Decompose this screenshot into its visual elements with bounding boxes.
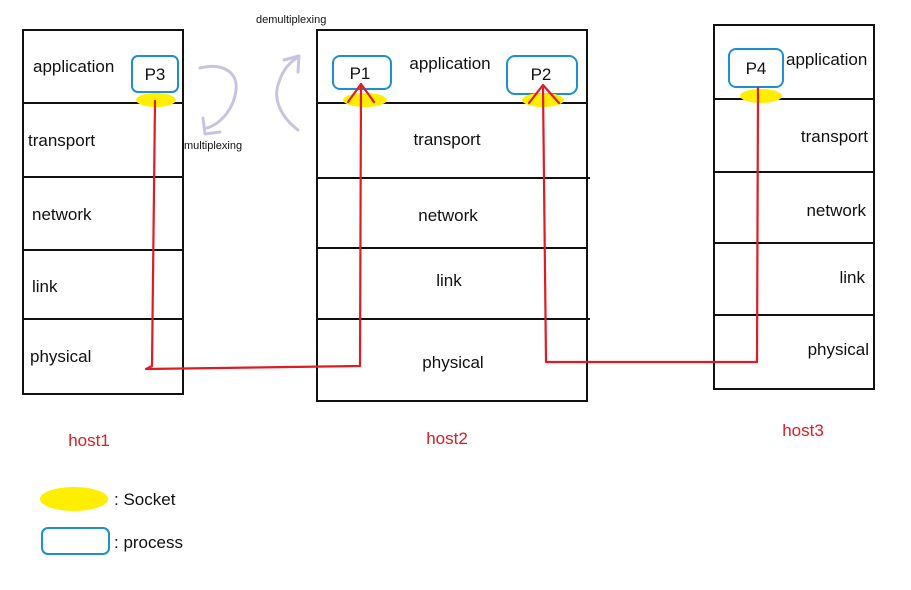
host1-layer-link: link [32, 277, 58, 296]
host2-layer-network: network [418, 206, 478, 225]
multiplexing-arrow-head [201, 116, 222, 136]
process-label-p1: P1 [350, 64, 371, 83]
host2-stack: application transport network link physi… [316, 29, 590, 402]
host1-stack: application transport network link physi… [22, 29, 184, 395]
multiplexing-arrow [198, 65, 238, 130]
host1-layer-transport: transport [28, 131, 95, 150]
host3-layer-application: application [786, 50, 867, 69]
demultiplexing-label: demultiplexing [256, 14, 326, 26]
legend-process-swatch [41, 527, 110, 555]
host3-box [713, 24, 875, 390]
host3-layer-network: network [806, 201, 866, 220]
host1-layer-physical: physical [30, 347, 91, 366]
process-box [131, 55, 179, 93]
demultiplexing-arrow [275, 56, 300, 132]
host3-layer-link: link [839, 268, 865, 287]
socket-ellipse [136, 93, 176, 107]
socket-ellipse [343, 93, 387, 107]
connection-path-host1-host2 [144, 82, 363, 371]
host1-layer-application: application [33, 57, 114, 76]
demultiplexing-arrow-head [282, 54, 301, 74]
host2-layer-application: application [409, 54, 490, 73]
host2-layer-transport: transport [413, 130, 480, 149]
host1-label: host1 [68, 431, 110, 450]
host2-layer-physical: physical [422, 353, 483, 372]
host2-box [316, 29, 588, 402]
legend-socket-swatch [40, 487, 108, 511]
host3-layer-transport: transport [801, 127, 868, 146]
process-label-p2: P2 [531, 65, 552, 84]
host3-layer-physical: physical [808, 340, 869, 359]
connection-path-host2-host3 [541, 86, 760, 364]
arrow-head-p2 [527, 83, 561, 105]
host3-stack: application transport network link physi… [713, 24, 875, 390]
multiplexing-label: multiplexing [184, 140, 242, 152]
host3-label: host3 [782, 421, 824, 440]
process-label-p3: P3 [145, 65, 166, 84]
legend: : Socket : process [40, 487, 183, 555]
socket-ellipse [740, 89, 782, 103]
process-label-p4: P4 [746, 59, 767, 78]
host2-label: host2 [426, 429, 468, 448]
host1-layer-network: network [32, 205, 92, 224]
process-box [728, 48, 784, 88]
host1-box [22, 29, 184, 395]
arrow-head-p1 [346, 82, 376, 104]
legend-process-label: : process [114, 533, 183, 552]
legend-socket-label: : Socket [114, 490, 176, 509]
host2-layer-link: link [436, 271, 462, 290]
